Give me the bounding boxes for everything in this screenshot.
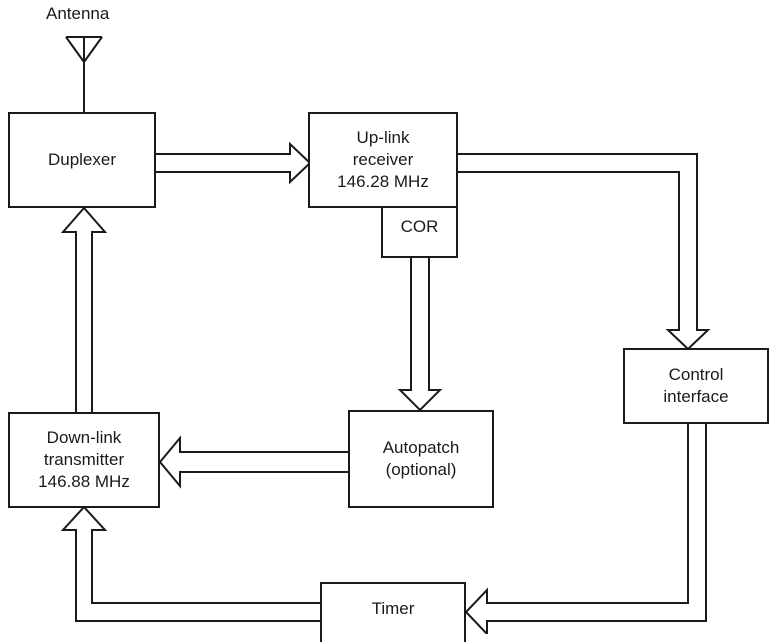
antenna-icon (65, 36, 103, 112)
uplink-line1: Up-link (356, 128, 410, 147)
control-line2: interface (663, 387, 729, 406)
downlink-frequency: 146.88 MHz (38, 472, 130, 491)
downlink-line2: transmitter (43, 450, 125, 469)
control-interface-block: Control interface (623, 348, 769, 424)
timer-label: Timer (371, 599, 415, 618)
downlink-transmitter-block: Down-link transmitter 146.88 MHz (8, 412, 160, 508)
autopatch-line2: (optional) (385, 460, 457, 479)
cor-block: COR (381, 206, 458, 258)
uplink-line2: receiver (352, 150, 414, 169)
arrow-timer-to-downlink (60, 505, 321, 622)
autopatch-line1: Autopatch (382, 438, 460, 457)
arrow-uplink-to-control (457, 153, 711, 351)
arrow-control-to-timer (464, 423, 707, 634)
arrow-downlink-to-duplexer (60, 206, 108, 413)
timer-block: Timer (320, 582, 466, 642)
autopatch-block: Autopatch (optional) (348, 410, 494, 508)
uplink-frequency: 146.28 MHz (337, 172, 429, 191)
duplexer-block: Duplexer (8, 112, 156, 208)
arrow-cor-to-autopatch (397, 258, 443, 412)
cor-label: COR (400, 217, 439, 236)
antenna-label: Antenna (46, 4, 110, 23)
arrow-autopatch-to-downlink (158, 435, 350, 489)
control-line1: Control (668, 365, 724, 384)
arrow-duplexer-to-uplink (155, 141, 312, 185)
duplexer-label: Duplexer (47, 150, 117, 169)
uplink-receiver-block: Up-link receiver 146.28 MHz (308, 112, 458, 208)
downlink-line1: Down-link (46, 428, 122, 447)
